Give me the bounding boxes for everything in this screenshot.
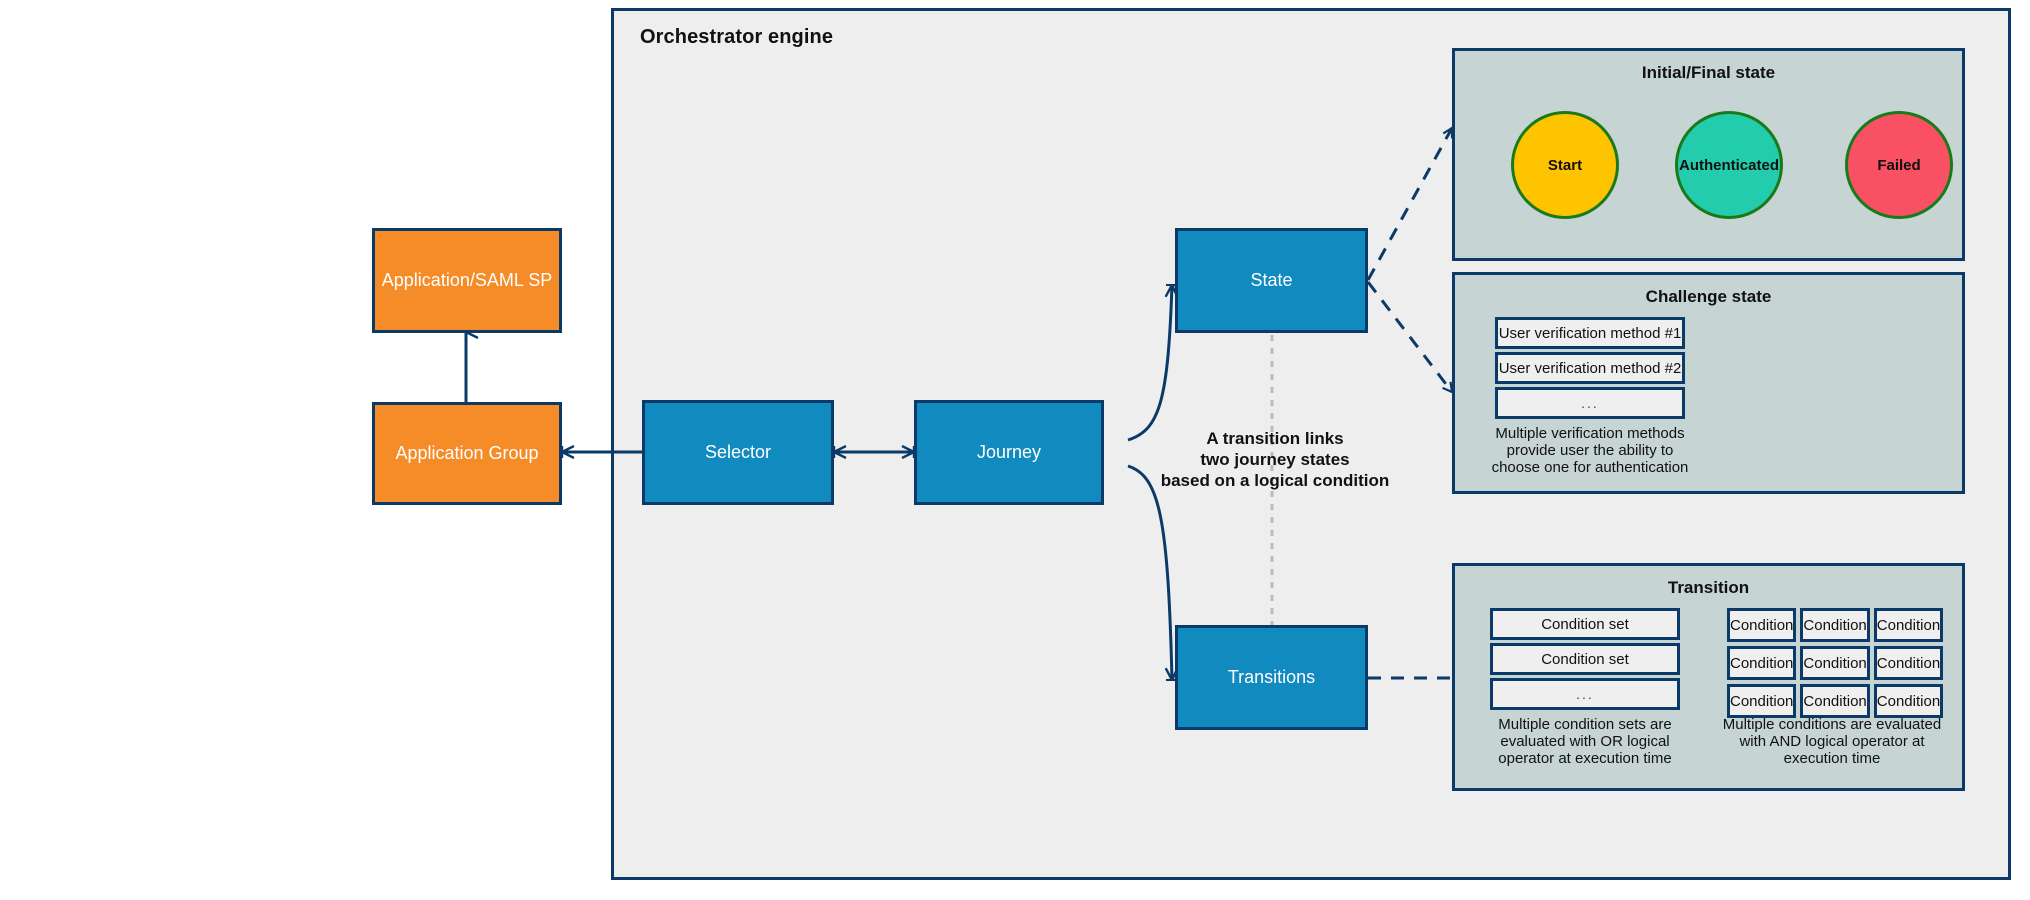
condition-set-row-label: Condition set bbox=[1541, 615, 1629, 633]
orchestrator-engine-title: Orchestrator engine bbox=[640, 26, 834, 48]
entity-application-saml-sp[interactable]: Application/SAML SP bbox=[372, 228, 562, 333]
transition-caption-left-line2: evaluated with OR logical bbox=[1500, 733, 1670, 750]
panel-challenge-state: Challenge state User verification method… bbox=[1452, 272, 1965, 494]
condition-cell[interactable]: Condition bbox=[1873, 646, 1944, 680]
challenge-caption-line3: choose one for authentication bbox=[1491, 459, 1689, 476]
circle-failed[interactable]: Failed bbox=[1845, 111, 1953, 219]
condition-cell[interactable]: Condition bbox=[1873, 684, 1944, 718]
entity-application-group-label: Application Group bbox=[395, 443, 539, 463]
entity-state[interactable]: State bbox=[1175, 228, 1368, 333]
circle-failed-label: Failed bbox=[1877, 156, 1921, 174]
transition-note-line3: based on a logical condition bbox=[1160, 471, 1390, 490]
circle-authenticated[interactable]: Authenticated bbox=[1675, 111, 1783, 219]
entity-application-group[interactable]: Application Group bbox=[372, 402, 562, 505]
transition-note: A transition links two journey states ba… bbox=[1110, 428, 1440, 491]
condition-set-row-label: Condition set bbox=[1541, 650, 1629, 668]
entity-state-label: State bbox=[1250, 270, 1293, 290]
condition-cell[interactable]: Condition bbox=[1727, 608, 1797, 642]
entity-transitions-label: Transitions bbox=[1227, 667, 1316, 687]
challenge-verification-row-label: User verification method #1 bbox=[1498, 324, 1682, 342]
circle-start[interactable]: Start bbox=[1511, 111, 1619, 219]
challenge-caption-line2: provide user the ability to bbox=[1506, 442, 1674, 459]
transition-caption-left-line1: Multiple condition sets are bbox=[1498, 716, 1672, 733]
entity-selector-label: Selector bbox=[704, 442, 772, 462]
entity-journey[interactable]: Journey bbox=[914, 400, 1104, 505]
challenge-caption: Multiple verification methods provide us… bbox=[1475, 425, 1705, 476]
challenge-verification-row[interactable]: User verification method #2 bbox=[1495, 352, 1685, 384]
entity-journey-label: Journey bbox=[976, 442, 1042, 462]
condition-cell[interactable]: Condition bbox=[1727, 684, 1797, 718]
challenge-verification-row-more[interactable]: ... bbox=[1495, 387, 1685, 419]
condition-cell[interactable]: Condition bbox=[1800, 684, 1870, 718]
challenge-verification-row[interactable]: User verification method #1 bbox=[1495, 317, 1685, 349]
condition-set-row[interactable]: Condition set bbox=[1490, 643, 1680, 675]
condition-set-row[interactable]: Condition set bbox=[1490, 608, 1680, 640]
challenge-verification-row-label: User verification method #2 bbox=[1498, 359, 1682, 377]
challenge-verification-row-more-label: ... bbox=[1581, 395, 1599, 411]
entity-application-saml-sp-label: Application/SAML SP bbox=[381, 270, 553, 290]
transition-note-line2: two journey states bbox=[1200, 450, 1350, 469]
challenge-caption-line1: Multiple verification methods bbox=[1495, 425, 1685, 442]
transition-caption-right: Multiple conditions are evaluated with A… bbox=[1707, 716, 1957, 767]
transition-caption-left-line3: operator at execution time bbox=[1498, 750, 1672, 767]
circle-authenticated-label: Authenticated bbox=[1678, 156, 1779, 174]
condition-set-row-more-label: ... bbox=[1576, 686, 1594, 702]
transition-note-line1: A transition links bbox=[1206, 429, 1344, 448]
condition-cell[interactable]: Condition bbox=[1800, 646, 1870, 680]
circle-start-label: Start bbox=[1547, 156, 1583, 174]
panel-initial-final-state: Initial/Final state Start Authenticated … bbox=[1452, 48, 1965, 261]
entity-selector[interactable]: Selector bbox=[642, 400, 834, 505]
panel-initial-final-state-title: Initial/Final state bbox=[1641, 63, 1776, 82]
condition-cell[interactable]: Condition bbox=[1873, 608, 1944, 642]
condition-grid: Condition Condition Condition Condition … bbox=[1727, 608, 1944, 718]
transition-caption-right-line2: with AND logical operator at bbox=[1739, 733, 1925, 750]
condition-set-row-more[interactable]: ... bbox=[1490, 678, 1680, 710]
transition-caption-right-line3: execution time bbox=[1783, 750, 1881, 767]
condition-cell[interactable]: Condition bbox=[1800, 608, 1870, 642]
transition-caption-right-line1: Multiple conditions are evaluated bbox=[1722, 716, 1942, 733]
entity-transitions[interactable]: Transitions bbox=[1175, 625, 1368, 730]
transition-caption-left: Multiple condition sets are evaluated wi… bbox=[1475, 716, 1695, 767]
panel-transition-title: Transition bbox=[1667, 578, 1750, 597]
condition-cell[interactable]: Condition bbox=[1727, 646, 1797, 680]
panel-challenge-state-title: Challenge state bbox=[1645, 287, 1772, 306]
panel-transition: Transition Condition set Condition set .… bbox=[1452, 563, 1965, 791]
